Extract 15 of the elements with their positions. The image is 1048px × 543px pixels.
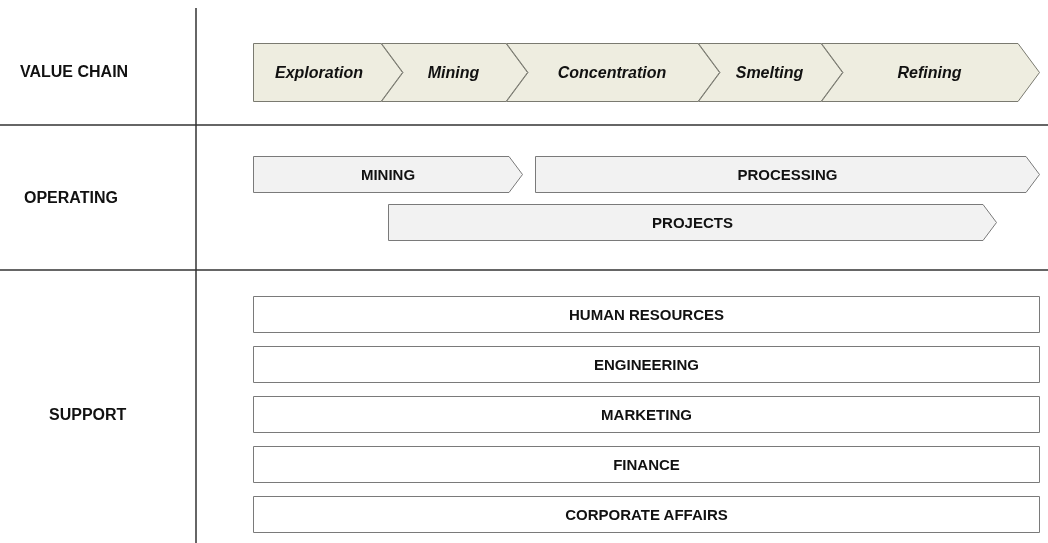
- support-function: HUMAN RESOURCES: [253, 296, 1040, 333]
- support-function: FINANCE: [253, 446, 1040, 483]
- operating-phase: PROJECTS: [388, 204, 997, 241]
- operating-phase: MINING: [253, 156, 523, 193]
- value-chain-step: Refining: [821, 43, 1040, 102]
- value-chain-step: Exploration: [253, 43, 403, 102]
- support-function: ENGINEERING: [253, 346, 1040, 383]
- value-chain-step: Smelting: [698, 43, 843, 102]
- value-chain-step: Mining: [381, 43, 528, 102]
- row-heading: VALUE CHAIN: [20, 63, 129, 81]
- row-heading: SUPPORT: [49, 406, 127, 424]
- operating-phase: PROCESSING: [535, 156, 1040, 193]
- support-function: CORPORATE AFFAIRS: [253, 496, 1040, 533]
- support-function: MARKETING: [253, 396, 1040, 433]
- row-heading: OPERATING: [24, 189, 118, 207]
